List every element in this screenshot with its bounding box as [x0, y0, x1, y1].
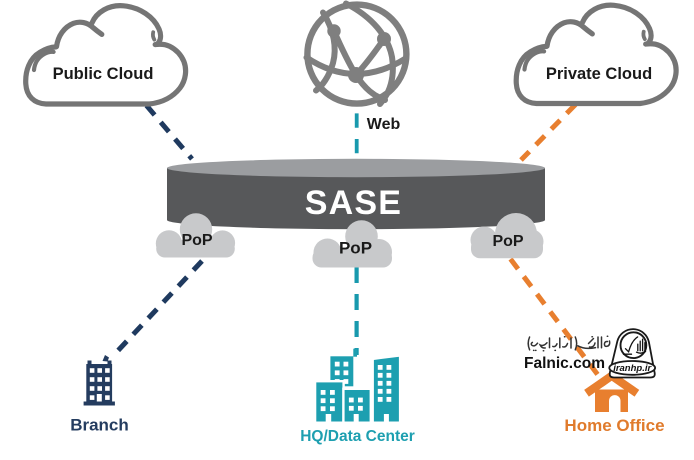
svg-text:Home Office: Home Office: [564, 416, 664, 435]
svg-text:Falnic.com: Falnic.com: [524, 355, 605, 372]
svg-text:Branch: Branch: [70, 416, 129, 435]
svg-text:PoP: PoP: [492, 233, 523, 250]
svg-text:HQ/Data Center: HQ/Data Center: [300, 428, 415, 445]
svg-text:PoP: PoP: [181, 232, 212, 249]
svg-text:iranhp.ir: iranhp.ir: [613, 363, 652, 374]
svg-text:Private Cloud: Private Cloud: [546, 65, 652, 83]
svg-text:Public Cloud: Public Cloud: [53, 65, 154, 83]
svg-text:SASE: SASE: [305, 184, 402, 222]
svg-text:PoP: PoP: [339, 239, 372, 258]
svg-text:Web: Web: [367, 116, 401, 133]
